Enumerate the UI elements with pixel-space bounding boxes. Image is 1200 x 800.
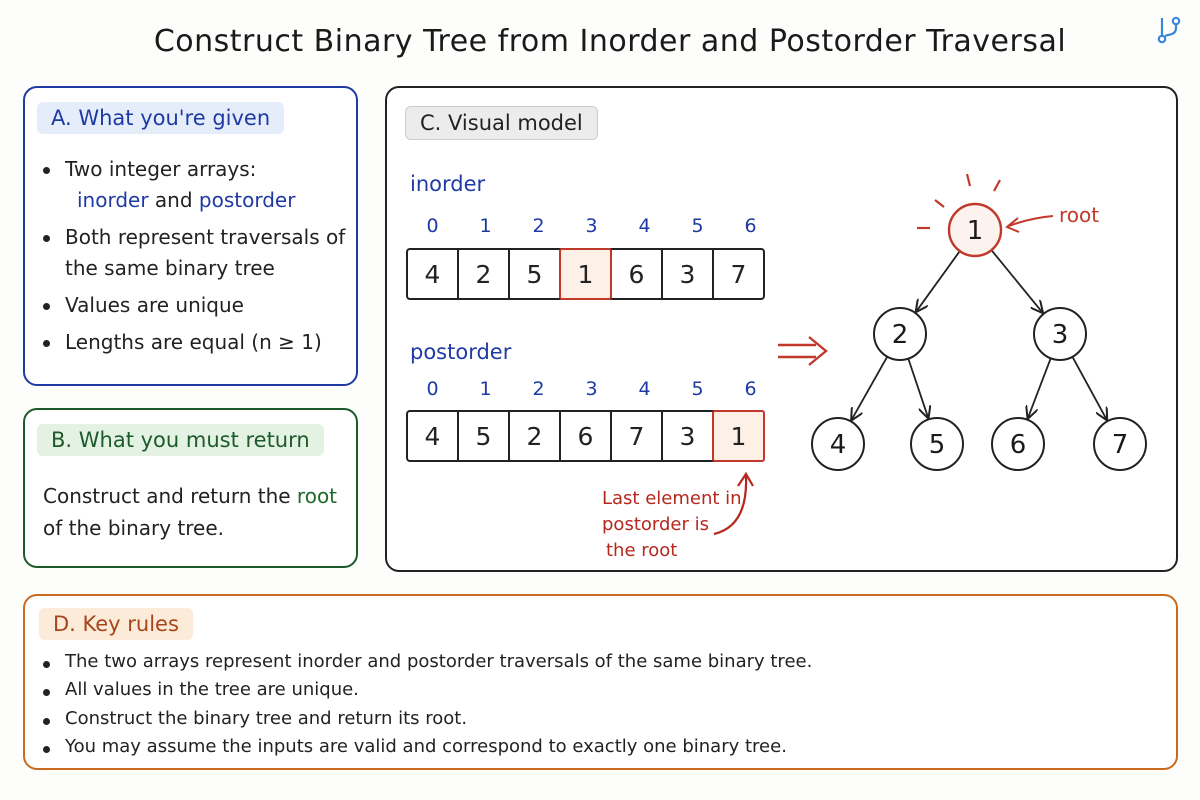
inorder-index: 1 [479, 215, 492, 237]
root-ray [965, 173, 972, 187]
tree-node-value: 1 [967, 216, 984, 246]
page-title: Construct Binary Tree from Inorder and P… [153, 24, 1067, 59]
panel-return: B. What you must return Construct and re… [23, 408, 358, 568]
inorder-cell: 5 [508, 248, 561, 300]
inorder-cell: 3 [661, 248, 714, 300]
postorder-cell: 1 [712, 410, 765, 462]
postorder-cell: 5 [457, 410, 510, 462]
tree-node: 3 [1033, 307, 1087, 361]
given-item: Both represent traversals of the same bi… [39, 222, 349, 284]
tree-root-node: 1 [947, 202, 1003, 258]
inorder-cell: 2 [457, 248, 510, 300]
root-pointer-arrow [1008, 215, 1054, 227]
inorder-index: 6 [744, 215, 757, 237]
inorder-cell: 6 [610, 248, 663, 300]
tree-node-value: 7 [1112, 430, 1129, 460]
tree-edge [1071, 356, 1106, 420]
rules-list: The two arrays represent inorder and pos… [39, 648, 1159, 762]
tree-node-value: 5 [929, 430, 946, 460]
tree-node-value: 6 [1010, 430, 1027, 460]
inorder-index: 3 [585, 215, 598, 237]
tree-edge [916, 250, 961, 311]
panel-given-heading: A. What you're given [37, 102, 285, 134]
rule-item: Construct the binary tree and return its… [39, 705, 1159, 733]
implies-arrow-icon [778, 336, 828, 366]
root-term: root [296, 484, 338, 508]
given-list: Two integer arrays: inorder and postorde… [39, 154, 349, 358]
postorder-index: 2 [532, 378, 545, 400]
tree-edge [990, 249, 1042, 312]
postorder-cell: 2 [508, 410, 561, 462]
tree-edge [852, 356, 889, 420]
inorder-cell: 1 [559, 248, 612, 300]
postorder-cell: 3 [661, 410, 714, 462]
postorder-index: 6 [744, 378, 757, 400]
postorder-index-row: 0 1 2 3 4 5 6 [406, 378, 777, 400]
inorder-index: 4 [638, 215, 651, 237]
inorder-label: inorder [410, 172, 486, 196]
inorder-index: 5 [691, 215, 704, 237]
rule-item: You may assume the inputs are valid and … [39, 733, 1159, 761]
tree-edge [907, 358, 928, 418]
return-text: Construct and return the root of the bin… [43, 484, 338, 540]
tree-edge [1028, 357, 1052, 418]
root-ray [993, 179, 1001, 192]
tree-node: 7 [1093, 417, 1147, 471]
postorder-cell: 6 [559, 410, 612, 462]
postorder-index: 0 [426, 378, 439, 400]
rule-item: The two arrays represent inorder and pos… [39, 648, 1159, 676]
given-item: Values are unique [39, 290, 349, 321]
rule-item: All values in the tree are unique. [39, 676, 1159, 704]
root-ray [934, 199, 945, 208]
panel-return-heading: B. What you must return [37, 424, 324, 456]
given-item: Two integer arrays: inorder and postorde… [39, 154, 349, 216]
postorder-index: 3 [585, 378, 598, 400]
panel-given: A. What you're given Two integer arrays:… [23, 86, 358, 386]
given-item: Lengths are equal (n ≥ 1) [39, 327, 349, 358]
tree-node: 5 [910, 417, 964, 471]
inorder-index-row: 0 1 2 3 4 5 6 [406, 215, 777, 237]
panel-rules-heading: D. Key rules [39, 608, 193, 640]
note-arrow [713, 471, 754, 536]
postorder-term: postorder [198, 188, 296, 212]
tree-node-value: 3 [1052, 320, 1069, 350]
branch-icon [1157, 16, 1181, 44]
inorder-cell: 4 [406, 248, 459, 300]
postorder-label: postorder [410, 340, 512, 364]
tree-node-value: 4 [830, 430, 847, 460]
tree-node: 4 [811, 417, 865, 471]
panel-visual-heading: C. Visual model [405, 106, 598, 140]
root-note: Last element in postorder is the root [602, 488, 742, 562]
root-label: root [1059, 203, 1099, 227]
postorder-index: 5 [691, 378, 704, 400]
inorder-index: 2 [532, 215, 545, 237]
binary-tree: 1 2 3 4 5 6 7 root [811, 173, 1147, 471]
inorder-index: 0 [426, 215, 439, 237]
postorder-cell: 7 [610, 410, 663, 462]
tree-node: 6 [991, 417, 1045, 471]
panel-key-rules: D. Key rules The two arrays represent in… [23, 594, 1178, 770]
postorder-index: 4 [638, 378, 651, 400]
root-pointer-arrowhead [1005, 217, 1020, 233]
tree-node-value: 2 [892, 320, 909, 350]
postorder-index: 1 [479, 378, 492, 400]
inorder-term: inorder [77, 188, 149, 212]
tree-node: 2 [873, 307, 927, 361]
inorder-cell: 7 [712, 248, 765, 300]
postorder-cell: 4 [406, 410, 459, 462]
